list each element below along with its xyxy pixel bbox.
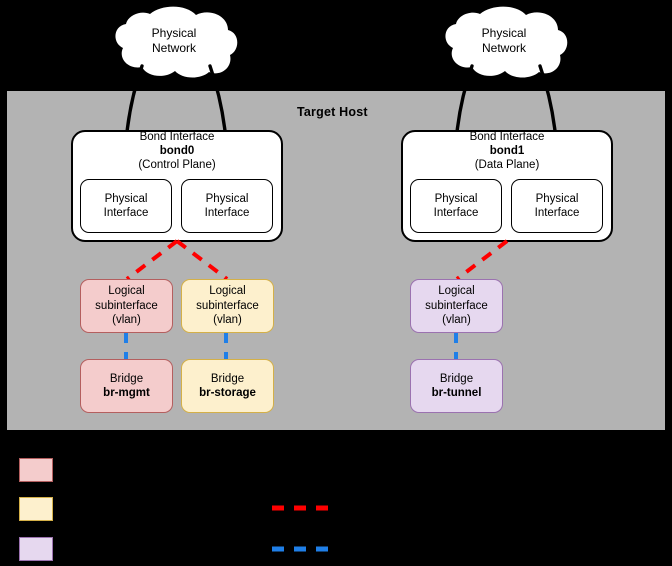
br-tunnel-label: Bridge br-tunnel bbox=[431, 372, 482, 400]
cloud-left-label: Physical Network bbox=[118, 26, 230, 56]
bridge-br-storage[interactable]: Bridge br-storage bbox=[181, 359, 274, 413]
cloud-left-line1: Physical bbox=[151, 26, 197, 40]
cloud-right-line2: Network bbox=[481, 41, 526, 55]
legend-swatch-storage bbox=[19, 497, 53, 521]
logical-subinterface-storage[interactable]: Logical subinterface (vlan) bbox=[181, 279, 274, 333]
vlan-mgmt-label: Logical subinterface (vlan) bbox=[95, 285, 158, 327]
target-host-label: Target Host bbox=[297, 105, 368, 119]
bridge-br-mgmt[interactable]: Bridge br-mgmt bbox=[80, 359, 173, 413]
vlan-storage-label: Logical subinterface (vlan) bbox=[196, 285, 259, 327]
cloud-right-label: Physical Network bbox=[448, 26, 560, 56]
legend-swatch-tunnel bbox=[19, 537, 53, 561]
logical-subinterface-tunnel[interactable]: Logical subinterface (vlan) bbox=[410, 279, 503, 333]
logical-subinterface-mgmt[interactable]: Logical subinterface (vlan) bbox=[80, 279, 173, 333]
cloud-left-line2: Network bbox=[151, 41, 196, 55]
bridge-br-tunnel[interactable]: Bridge br-tunnel bbox=[410, 359, 503, 413]
vlan-tunnel-label: Logical subinterface (vlan) bbox=[425, 285, 488, 327]
br-mgmt-label: Bridge br-mgmt bbox=[103, 372, 150, 400]
br-storage-label: Bridge br-storage bbox=[199, 372, 256, 400]
legend-swatch-mgmt bbox=[19, 458, 53, 482]
cloud-right-line1: Physical bbox=[481, 26, 527, 40]
